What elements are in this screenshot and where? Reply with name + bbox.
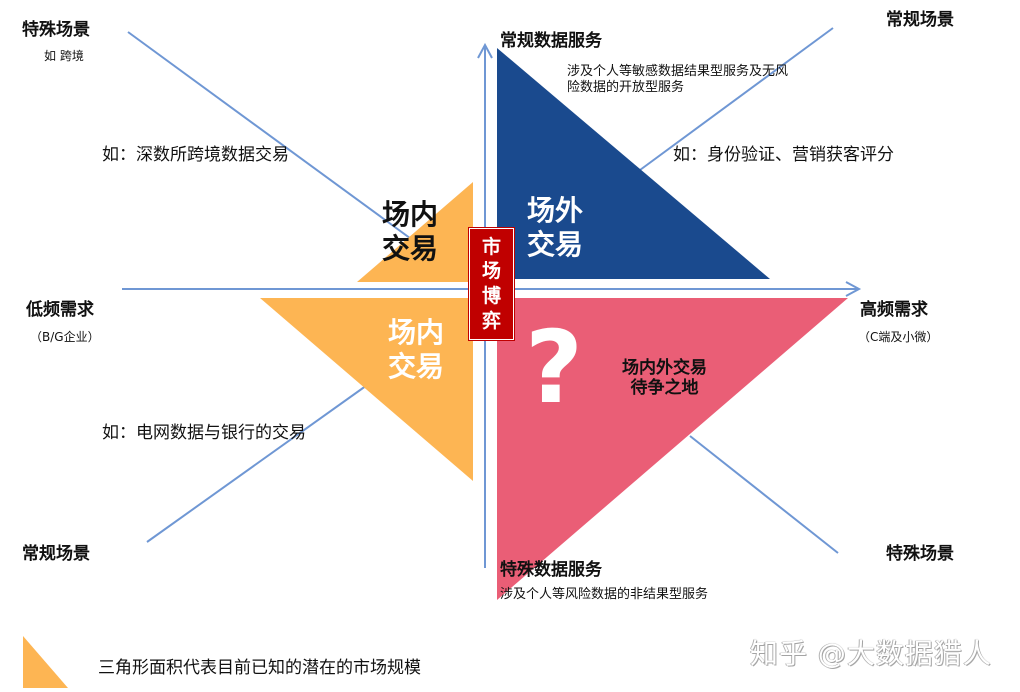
label-line-1: 场外	[527, 194, 584, 227]
corner-label-bottom-right: 特殊场景	[886, 544, 954, 564]
orange-triangle-onsite	[260, 298, 473, 481]
market-game-box: 市 场 博 弈	[469, 228, 514, 340]
box-char: 市	[481, 235, 501, 258]
triangle-label-onsite-bottom: 场内 交易	[388, 316, 444, 383]
legend-triangle-icon	[23, 636, 68, 688]
label-line-2: 交易	[382, 231, 439, 265]
diagonal-line-top-right	[639, 27, 834, 171]
label-line-1: 场内	[388, 316, 445, 349]
label-line-2: 交易	[527, 227, 584, 261]
watermark: 知乎 @大数据猎人	[750, 637, 992, 670]
label-line-2: 待争之地	[630, 378, 699, 399]
triangle-label-onsite-top: 场内 交易	[382, 198, 438, 265]
axis-sub-high-frequency: （C端及小微）	[858, 330, 939, 344]
corner-label-top-right: 常规场景	[886, 10, 954, 30]
label-contested-area: 场内外交易 待争之地	[622, 358, 707, 399]
desc-regular-data-service: 涉及个人等敏感数据结果型服务及无风 险数据的开放型服务	[567, 64, 788, 95]
label-line-1: 场内外交易	[622, 358, 707, 378]
label-line-2: 交易	[388, 349, 445, 383]
example-bottom-left: 如：电网数据与银行的交易	[102, 423, 306, 443]
orange-triangle-small-onsite	[357, 182, 473, 282]
axis-label-high-frequency: 高频需求	[860, 300, 928, 320]
question-mark-icon: ?	[525, 309, 584, 426]
triangle-label-offsite: 场外 交易	[527, 194, 583, 261]
example-top-left: 如：深数所跨境数据交易	[102, 145, 289, 165]
corner-label-bottom-left: 常规场景	[22, 544, 90, 564]
corner-sub-top-left: 如 跨境	[44, 49, 84, 63]
blue-triangle-offsite-trading	[497, 48, 770, 279]
title-special-data-service: 特殊数据服务	[500, 560, 602, 580]
axis-sub-low-frequency: （B/G企业）	[30, 330, 100, 344]
corner-label-top-left: 特殊场景	[22, 20, 90, 40]
axis-label-low-frequency: 低频需求	[26, 300, 94, 320]
diagonal-line-bottom-right	[689, 435, 839, 554]
desc-line-2: 险数据的开放型服务	[567, 79, 685, 95]
horizontal-axis-arrow-icon	[845, 281, 862, 297]
pink-triangle-contested	[497, 298, 848, 600]
label-line-1: 场内	[382, 198, 439, 231]
box-char: 博	[481, 285, 501, 307]
desc-special-data-service: 涉及个人等风险数据的非结果型服务	[500, 587, 709, 602]
vertical-axis-arrow-icon	[477, 42, 493, 59]
title-regular-data-service: 常规数据服务	[500, 31, 602, 51]
example-top-right: 如：身份验证、营销获客评分	[673, 145, 894, 165]
diagonal-line-bottom-left	[146, 382, 371, 543]
legend-text: 三角形面积代表目前已知的潜在的市场规模	[98, 658, 421, 678]
box-char: 弈	[481, 309, 501, 332]
desc-line-1: 涉及个人等敏感数据结果型服务及无风	[567, 64, 789, 79]
box-char: 场	[481, 260, 501, 283]
